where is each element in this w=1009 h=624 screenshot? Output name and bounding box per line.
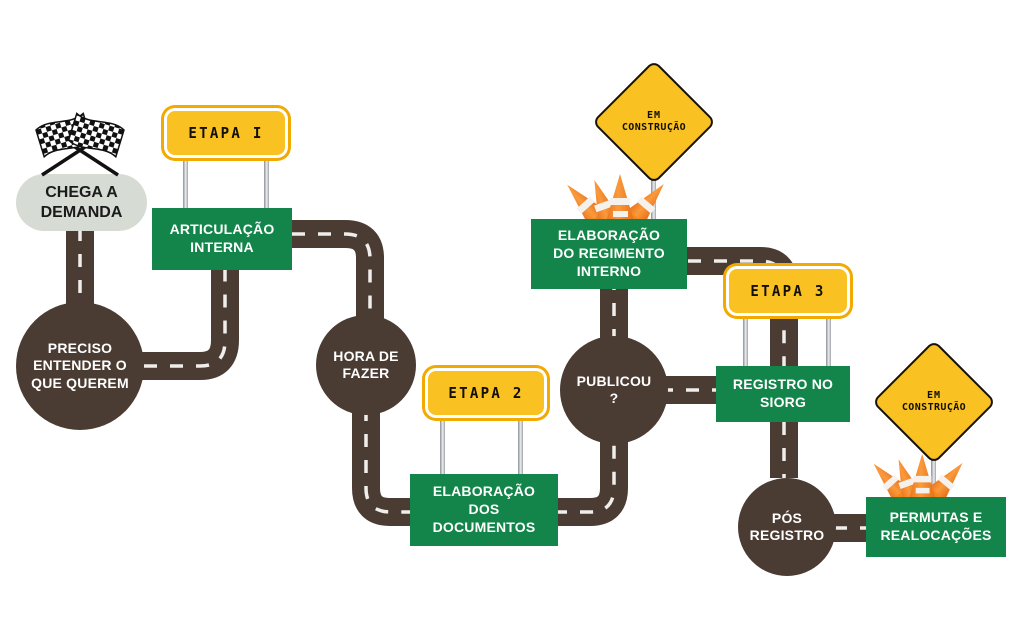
etapa-sign-2[interactable]: ETAPA 2 [425,368,547,418]
sign-post-etapa1-left [183,150,188,222]
start-label-line1: CHEGA A [45,184,118,202]
green-sign-permutas-realocacoes[interactable]: PERMUTAS E REALOCAÇÕES [866,497,1006,557]
sign-post-etapa3-left [743,310,748,378]
etapa-sign-label: ETAPA I [188,124,264,142]
warning-line1: EM [926,389,942,401]
green-sign-line2: DO REGIMENTO [553,245,665,262]
green-sign-line3: DOCUMENTOS [432,518,536,535]
road-dash-2 [118,252,227,368]
circle-node-preciso-entender[interactable]: PRECISO ENTENDER O QUE QUEREM [16,302,144,430]
green-sign-elaboracao-regimento[interactable]: ELABORAÇÃO DO REGIMENTO INTERNO [531,219,687,289]
road-dash-4 [364,408,422,514]
sign-post-etapa1-right [264,150,269,222]
green-sign-line2: SIORG [759,394,807,410]
circle-label-line2: ? [609,390,619,406]
sign-post-etapa3-right [826,310,831,378]
green-sign-line2: INTERNA [190,239,254,255]
circle-label-line1: PUBLICOU [576,372,652,389]
road-dash-3 [292,232,372,332]
warning-sign-em-construcao-permutas[interactable]: EM CONSTRUÇÃO [871,339,997,465]
green-sign-line1: REGISTRO NO [732,376,834,393]
circle-node-hora-de-fazer[interactable]: HORA DE FAZER [316,315,416,415]
green-sign-line1: ELABORAÇÃO [557,227,661,244]
circle-label-line1: HORA DE [333,347,399,364]
sign-post-em-construcao-regimento [651,140,656,225]
etapa-sign-label: ETAPA 3 [750,282,826,300]
green-sign-line1: PERMUTAS E [889,509,983,526]
green-sign-articulacao-interna[interactable]: ARTICULAÇÃO INTERNA [152,208,292,270]
start-node-chega-a-demanda[interactable]: CHEGA A DEMANDA [16,174,147,231]
sign-post-etapa2-left [440,412,445,480]
warning-sign-em-construcao-regimento[interactable]: EM CONSTRUÇÃO [591,59,717,185]
diamond-text: EM CONSTRUÇÃO [610,78,698,166]
green-sign-registro-siorg[interactable]: REGISTRO NO SIORG [716,366,850,422]
start-label-line2: DEMANDA [40,203,123,221]
green-sign-line1: ARTICULAÇÃO [169,221,275,238]
warning-line2: CONSTRUÇÃO [621,122,687,133]
diamond-text: EM CONSTRUÇÃO [890,358,978,446]
green-sign-elaboracao-documentos[interactable]: ELABORAÇÃO DOS DOCUMENTOS [410,474,558,546]
road-dash-5 [554,432,616,514]
etapa-sign-label: ETAPA 2 [448,384,524,402]
circle-label-line2: REGISTRO [749,527,825,543]
circle-label-line3: QUE QUEREM [31,374,129,391]
circle-label-line2: ENTENDER O [33,357,127,374]
warning-line2: CONSTRUÇÃO [901,402,967,413]
etapa-sign-3[interactable]: ETAPA 3 [726,266,850,316]
green-sign-line2: REALOCAÇÕES [880,527,992,543]
sign-post-etapa2-right [518,412,523,480]
circle-label-line1: PRECISO [47,340,113,357]
green-sign-line3: INTERNO [576,262,642,279]
circle-label-line2: FAZER [342,365,390,381]
warning-line1: EM [646,109,662,121]
circle-node-pos-registro[interactable]: PÓS REGISTRO [738,478,836,576]
circle-node-publicou[interactable]: PUBLICOU ? [560,336,668,444]
green-sign-line2: DOS [468,501,500,518]
etapa-sign-1[interactable]: ETAPA I [164,108,288,158]
green-sign-line1: ELABORAÇÃO [432,483,536,500]
circle-label-line1: PÓS [771,509,803,526]
